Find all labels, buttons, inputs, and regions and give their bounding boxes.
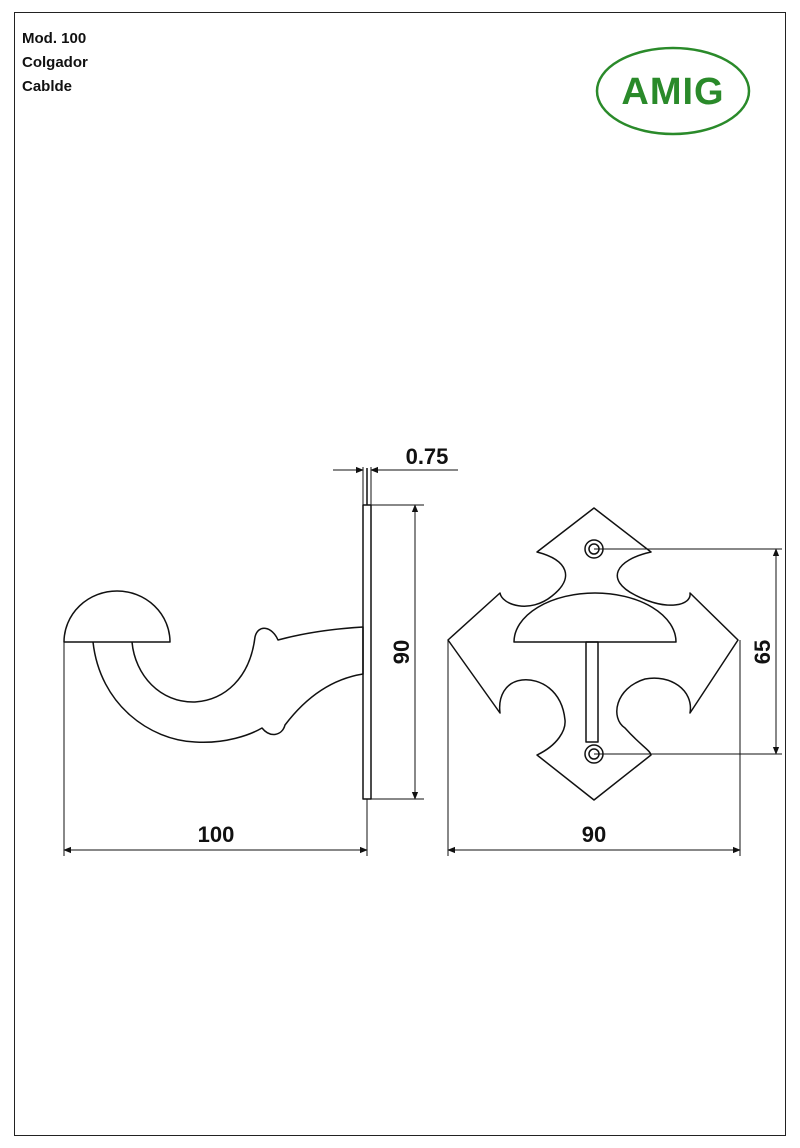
logo-text: AMIG xyxy=(621,71,724,113)
dim-thickness xyxy=(333,466,458,505)
plate-outline xyxy=(447,507,739,801)
plate-slot xyxy=(585,641,599,743)
dim-text-plate-width: 90 xyxy=(582,822,606,847)
dim-plate-width xyxy=(447,640,741,856)
amig-logo: AMIG xyxy=(595,46,751,136)
hook-body xyxy=(92,626,364,744)
dim-hook-projection xyxy=(63,642,368,856)
plate-dome xyxy=(513,592,677,643)
model-label: Mod. 100 xyxy=(22,30,87,47)
dim-plate-height xyxy=(371,504,424,800)
dim-hole-spacing xyxy=(594,548,782,755)
front-view xyxy=(447,507,739,801)
dim-text-hook-projection: 100 xyxy=(198,822,235,847)
dim-text-plate-height: 90 xyxy=(389,640,414,664)
side-view xyxy=(63,468,372,800)
product-name-es: Colgador xyxy=(22,54,88,71)
dim-text-hole-spacing: 65 xyxy=(750,640,775,664)
hook-knob xyxy=(63,590,171,643)
logo-ellipse xyxy=(595,46,751,136)
side-plate xyxy=(362,504,372,800)
product-name-fr: Cablde xyxy=(22,78,73,95)
drawing-sheet-border xyxy=(14,12,786,1136)
dim-text-thickness: 0.75 xyxy=(406,444,449,469)
